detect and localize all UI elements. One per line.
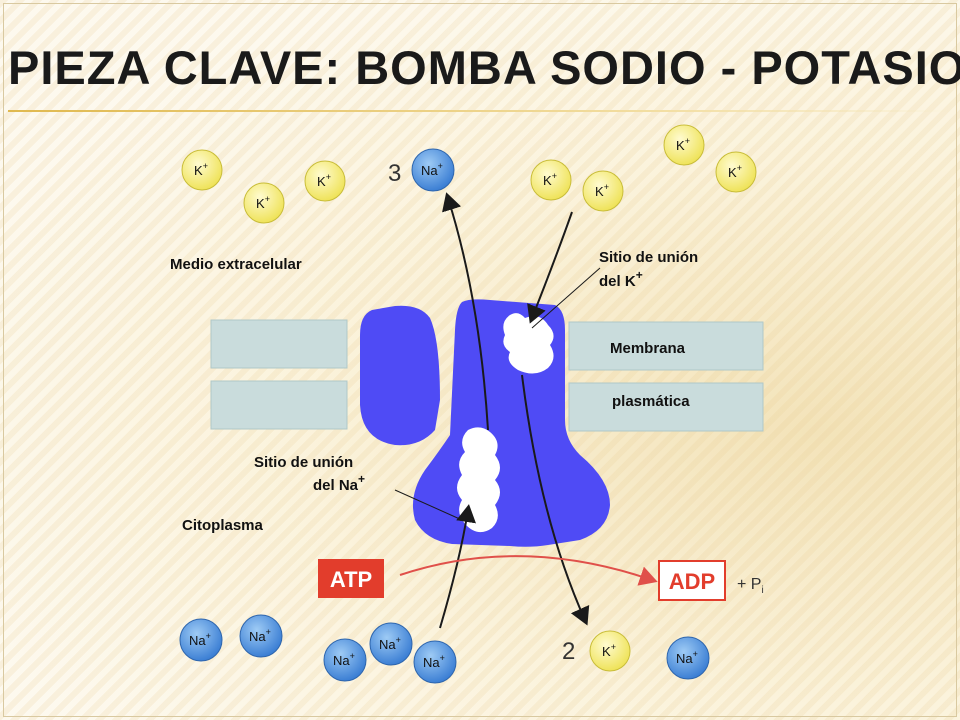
k-ion-2: K+ [243,182,285,224]
slide-title: Pieza clave: Bomba sodio - potasio [8,41,960,94]
na-ion-5: Na+ [323,638,367,682]
k-exit-arrow [521,374,590,626]
k-ion-symbol: K+ [256,194,270,211]
na-site-label-line2: del Na+ [313,472,365,494]
na-ion-7: Na+ [666,636,710,680]
atp-label: ATP [330,567,372,592]
na-ion-4: Na+ [369,622,413,666]
membrane-label: Membrana [610,340,686,357]
k-ion-symbol: K+ [194,161,208,178]
atp-hydrolysis-arrow [399,555,658,586]
k-ion-symbol: K+ [676,136,690,153]
na-site-leader-line [394,489,463,521]
na-ion-symbol: Na+ [421,161,443,178]
title-underline [8,110,952,112]
na-site-label-line1: Sitio de unión [254,454,353,471]
membrane-left-lower [210,380,348,430]
k-site-leader-line [531,267,601,329]
k-site-label-line1: Sitio de unión [599,249,698,266]
adp-box [658,560,726,601]
na-ion-3: Na+ [239,614,283,658]
na-ion-symbol: Na+ [333,651,355,668]
k-ion-symbol: K+ [728,163,742,180]
k-ion-5: K+ [582,170,624,212]
k-ion-symbol: K+ [602,642,616,659]
na-binding-pocket [457,427,500,533]
membrane-left-upper [210,319,348,369]
na-ion-symbol: Na+ [189,631,211,648]
k-entry-arrow [527,211,573,324]
na-ion-1: Na+ [411,148,455,192]
k-ion-6: K+ [663,124,705,166]
na-ion-symbol: Na+ [676,649,698,666]
na-ion-6: Na+ [413,640,457,684]
slide-frame [3,3,957,717]
k-ion-symbol: K+ [595,182,609,199]
na-exit-arrow [442,192,489,431]
adp-label: ADP [669,569,715,594]
k-ion-1: K+ [181,149,223,191]
ions-layer: K+ K+ K+ K+ K+ K+ K+ K+ Na+ Na+ Na+ Na+ Na+ Na+ Na+ [179,124,757,684]
k-binding-pocket [503,313,554,374]
membrane-right-upper [568,321,764,371]
k-ion-8: K+ [589,630,631,672]
membrane-right-lower [568,382,764,432]
k-ion-symbol: K+ [317,172,331,189]
phosphate-label: + Pi [737,576,764,596]
pump-protein-left-lobe [360,305,440,446]
na-count-label: 3 [388,160,401,187]
k-site-label-line2: del K+ [599,268,643,290]
membrane-label-line2: plasmática [612,393,690,410]
k-count-label: 2 [562,638,575,665]
k-ion-4: K+ [530,159,572,201]
na-entry-arrow [439,504,476,629]
cytoplasm-label: Citoplasma [182,517,264,534]
na-ion-symbol: Na+ [423,653,445,670]
extracellular-label: Medio extracelular [170,256,302,273]
k-ion-symbol: K+ [543,171,557,188]
k-ion-3: K+ [304,160,346,202]
na-ion-2: Na+ [179,618,223,662]
na-ion-symbol: Na+ [379,635,401,652]
k-ion-7: K+ [715,151,757,193]
na-ion-symbol: Na+ [249,627,271,644]
atp-box [318,559,384,598]
